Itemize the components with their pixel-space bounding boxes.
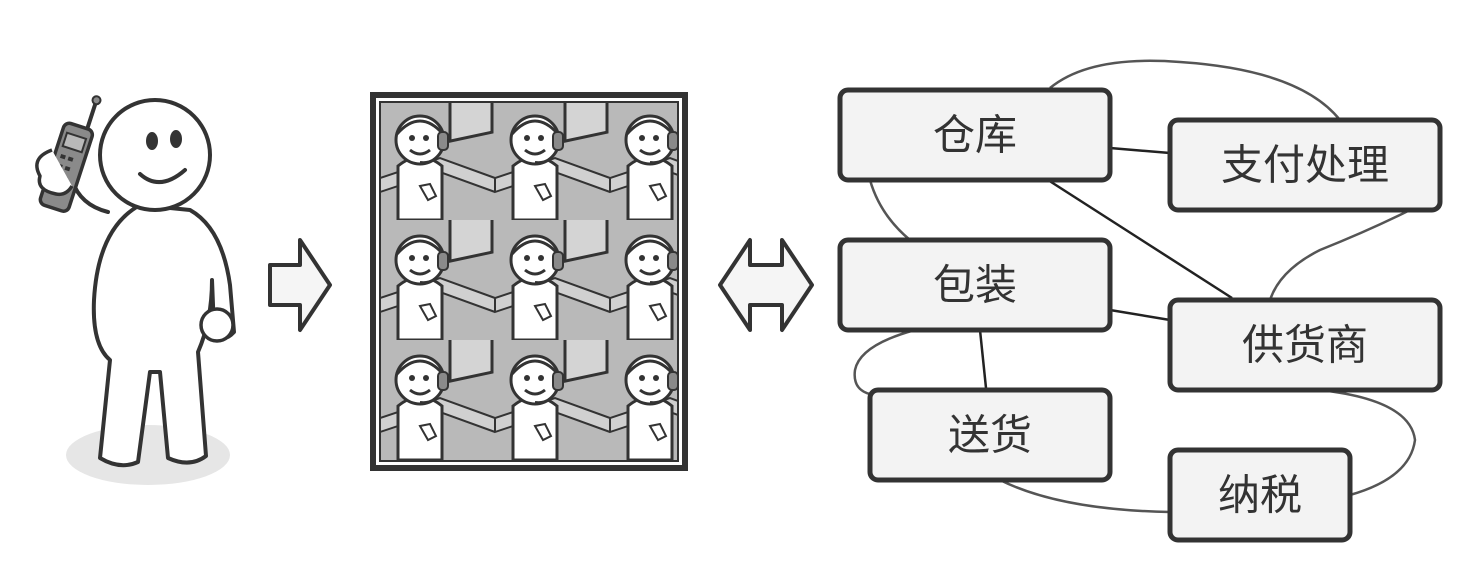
subsystem-connections <box>853 59 1417 514</box>
line-warehouse-supplier <box>1047 178 1233 300</box>
node-supplier: 供货商 <box>1167 297 1443 393</box>
node-delivery: 送货 <box>867 387 1113 483</box>
node-warehouse-label: 仓库 <box>933 111 1017 160</box>
curve-warehouse-packaging <box>868 179 911 241</box>
node-payment: 支付处理 <box>1167 117 1443 213</box>
double-arrow-icon <box>718 238 814 332</box>
node-supplier-label: 供货商 <box>1242 321 1368 370</box>
node-payment-label: 支付处理 <box>1221 141 1389 190</box>
curve-delivery-tax <box>999 478 1171 514</box>
person-with-phone-icon <box>35 95 236 485</box>
curve-payment-supplier <box>1268 208 1411 301</box>
node-tax: 纳税 <box>1167 447 1353 543</box>
curve-warehouse-supplier <box>1049 59 1341 121</box>
line-packaging-delivery <box>978 329 988 389</box>
curve-packaging-delivery <box>853 328 916 397</box>
node-packaging: 包装 <box>837 237 1113 333</box>
node-tax-label: 纳税 <box>1218 471 1302 520</box>
node-warehouse: 仓库 <box>837 87 1113 183</box>
line-packaging-supplier <box>1109 308 1171 322</box>
node-delivery-label: 送货 <box>948 411 1032 460</box>
right-arrow-icon <box>268 238 332 332</box>
node-packaging-label: 包装 <box>933 261 1017 310</box>
call-center-operators-icon <box>370 92 688 471</box>
curve-supplier-tax <box>1319 388 1417 497</box>
line-warehouse-payment <box>1109 146 1171 155</box>
